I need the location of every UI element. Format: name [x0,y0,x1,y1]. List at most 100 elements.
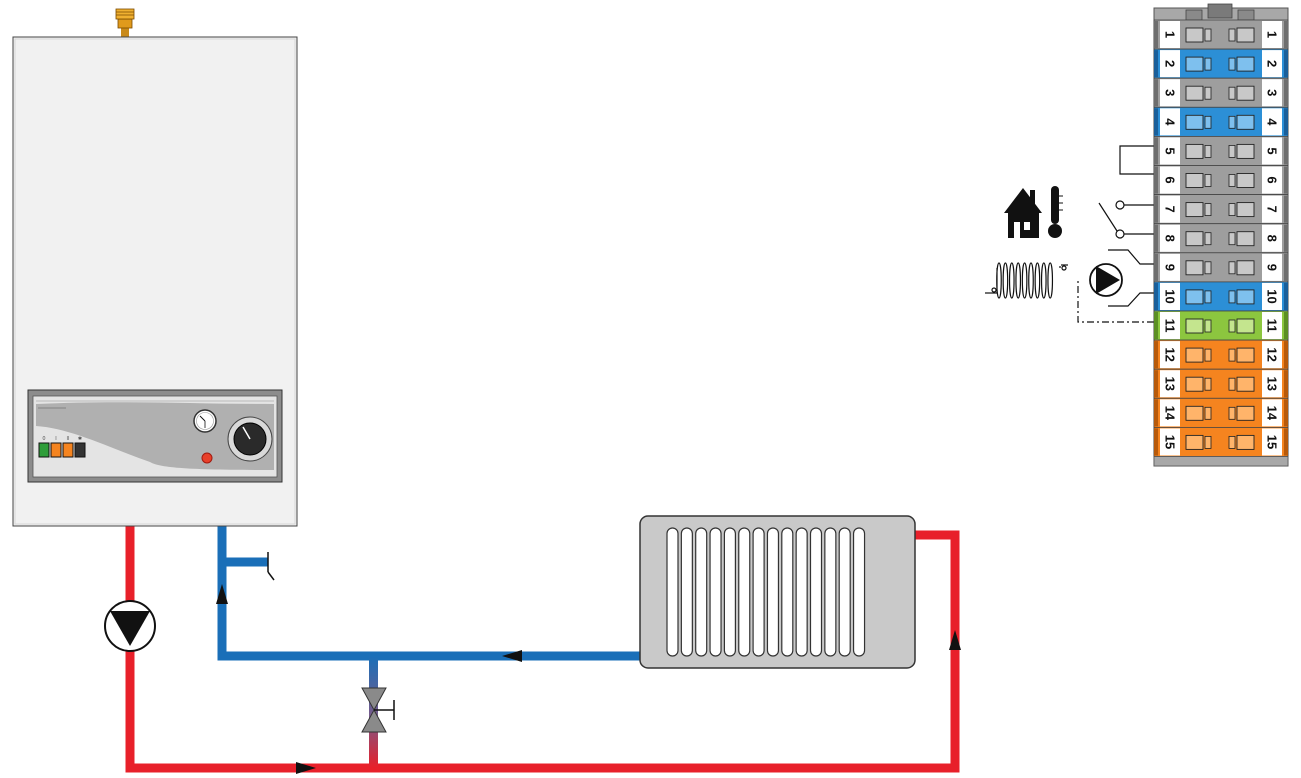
terminal-number-right: 15 [1265,435,1280,449]
terminal-clamp[interactable] [1236,260,1255,276]
terminal-clamp[interactable] [1185,434,1204,450]
switch-contact-icon [1098,200,1154,239]
terminal-number-left: 8 [1163,235,1178,242]
terminal-clamp[interactable] [1185,27,1204,43]
terminal-number-right: 11 [1265,319,1280,333]
heater-coil-icon [985,262,1068,299]
radiator-fin [752,527,765,657]
terminal-clamp[interactable] [1185,318,1204,334]
terminal-number-left: 4 [1163,118,1178,126]
supply-pipe [125,526,960,773]
terminal-clamp[interactable] [1236,27,1255,43]
terminal-clamp[interactable] [1185,114,1204,130]
radiator-fin [680,527,693,657]
terminal-number-right: 2 [1265,60,1280,67]
terminal-number-right: 14 [1265,406,1280,421]
switch-label: II [67,436,70,442]
switch-3[interactable] [74,442,86,458]
flow-arrow-right [296,762,316,774]
terminal-number-left: 9 [1163,264,1178,271]
terminal-number-left: 11 [1163,319,1178,333]
terminal-clamp[interactable] [1185,289,1204,305]
terminal-number-left: 3 [1163,89,1178,96]
switch-0[interactable] [38,442,50,458]
switch-1[interactable] [50,442,62,458]
terminal-number-right: 4 [1265,118,1280,126]
terminal-clamp[interactable] [1185,56,1204,72]
terminal-clamp[interactable] [1185,347,1204,363]
terminal-clamp[interactable] [1236,114,1255,130]
terminal-number-right: 7 [1265,206,1280,213]
terminal-number-left: 14 [1163,406,1178,421]
terminal-clamp[interactable] [1185,260,1204,276]
terminal-number-right: 8 [1265,235,1280,242]
pressure-gauge-icon [193,409,217,433]
terminal-number-left: 15 [1163,435,1178,449]
switch-2[interactable] [62,442,74,458]
terminal-number-left: 7 [1163,206,1178,213]
terminal-clamp[interactable] [1236,376,1255,392]
terminal-clamp[interactable] [1185,202,1204,218]
terminal-12[interactable]: 12 12 [1153,339,1289,370]
terminal-number-left: 13 [1163,377,1178,391]
bridge-wire-5-6 [1119,145,1154,175]
terminal-number-left: 6 [1163,176,1178,183]
terminal-clamp[interactable] [1236,347,1255,363]
radiator-fin [738,527,751,657]
terminal-clamp[interactable] [1236,173,1255,188]
radiator-fin [695,527,708,657]
terminal-clamp[interactable] [1185,143,1204,159]
three-way-valve-icon [361,687,395,733]
terminal-clamp[interactable] [1236,85,1255,101]
terminal-clamp[interactable] [1236,405,1255,421]
terminal-number-right: 3 [1265,89,1280,96]
terminal-clamp[interactable] [1236,231,1255,247]
flow-arrow-up-supply [949,630,961,650]
radiator-fin [666,527,679,657]
terminal-number-left: 10 [1163,289,1178,303]
terminal-clamp[interactable] [1185,405,1204,421]
flow-arrow-up-return [216,584,228,604]
radiator-fin [838,527,851,657]
terminal-14[interactable]: 14 14 [1153,397,1289,428]
terminal-clamp[interactable] [1236,289,1255,305]
switch-label: ✱ [78,436,83,442]
terminal-number-right: 5 [1265,147,1280,154]
terminal-clamp[interactable] [1185,173,1204,188]
terminal-clamp[interactable] [1236,56,1255,72]
terminal-clamp[interactable] [1185,231,1204,247]
terminal-number-right: 1 [1265,31,1280,38]
terminal-clamp[interactable] [1236,318,1255,334]
terminal-clamp[interactable] [1236,143,1255,159]
terminal-11[interactable]: 11 11 [1153,310,1289,341]
flow-arrow-left [502,650,522,662]
pump-wiring [1077,249,1154,323]
return-pipe [217,526,640,661]
radiator-icon [639,515,916,669]
terminal-clamp[interactable] [1236,434,1255,450]
terminal-clamp[interactable] [1185,85,1204,101]
radiator-fin [824,527,837,657]
terminal-number-left: 12 [1163,347,1178,361]
terminal-clamp[interactable] [1236,202,1255,218]
radiator-fin [809,527,823,657]
temperature-knob[interactable] [227,416,273,462]
air-vent-icon [115,8,135,37]
terminal-number-right: 12 [1265,347,1280,361]
terminal-clamp[interactable] [1185,376,1204,392]
